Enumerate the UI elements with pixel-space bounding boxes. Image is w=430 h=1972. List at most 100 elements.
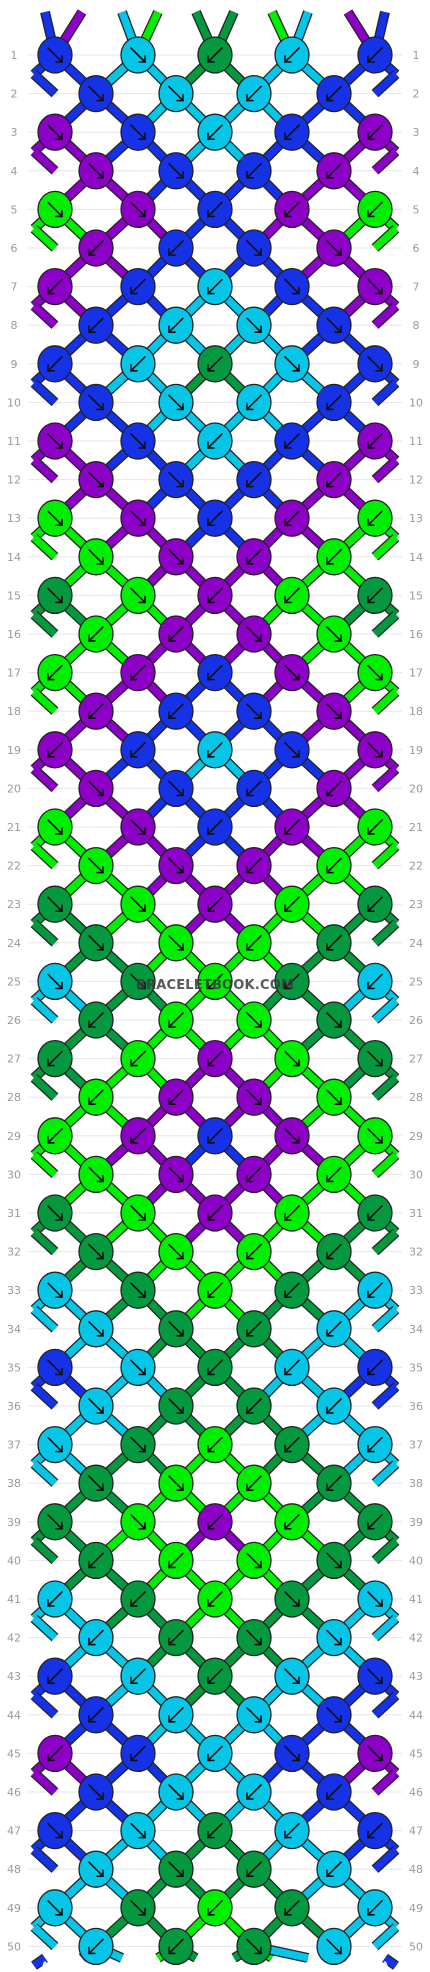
knot-33-3[interactable] [197, 1271, 233, 1309]
knot-3-5[interactable] [357, 113, 393, 151]
knot-25-3[interactable] [197, 962, 233, 1001]
knot-4-3[interactable] [236, 152, 272, 190]
knot-44-1[interactable] [78, 1696, 114, 1734]
knot-41-2[interactable] [120, 1580, 156, 1618]
knot-21-3[interactable] [197, 808, 233, 846]
knot-21-1[interactable] [37, 808, 73, 846]
knot-4-1[interactable] [78, 152, 114, 190]
knot-20-1[interactable] [78, 769, 114, 808]
knot-41-1[interactable] [37, 1580, 73, 1618]
knot-47-5[interactable] [357, 1811, 393, 1850]
knot-19-5[interactable] [357, 731, 393, 769]
knot-49-1[interactable] [37, 1889, 73, 1927]
knot-27-4[interactable] [274, 1039, 310, 1078]
knot-7-5[interactable] [357, 267, 393, 306]
knot-37-5[interactable] [357, 1425, 393, 1464]
knot-29-2[interactable] [120, 1117, 156, 1155]
knot-30-3[interactable] [236, 1155, 272, 1194]
knot-39-5[interactable] [357, 1503, 393, 1541]
knot-28-3[interactable] [236, 1078, 272, 1116]
knot-6-2[interactable] [158, 229, 194, 267]
knot-34-3[interactable] [236, 1310, 272, 1348]
knot-30-2[interactable] [158, 1155, 194, 1194]
knot-18-1[interactable] [78, 692, 114, 730]
knot-25-5[interactable] [357, 962, 393, 1001]
knot-39-2[interactable] [120, 1503, 156, 1541]
knot-11-1[interactable] [37, 422, 73, 460]
knot-50-3[interactable] [236, 1927, 272, 1966]
knot-35-2[interactable] [120, 1348, 156, 1387]
knot-38-1[interactable] [78, 1464, 114, 1502]
knot-14-1[interactable] [78, 538, 114, 576]
knot-40-1[interactable] [78, 1541, 114, 1580]
knot-35-4[interactable] [274, 1348, 310, 1387]
knot-12-2[interactable] [158, 460, 194, 499]
knot-36-4[interactable] [316, 1387, 352, 1425]
knot-7-4[interactable] [274, 267, 310, 306]
knot-38-4[interactable] [316, 1464, 352, 1502]
knot-22-2[interactable] [158, 846, 194, 885]
knot-36-3[interactable] [236, 1387, 272, 1425]
knot-45-1[interactable] [37, 1734, 73, 1773]
knot-9-3[interactable] [197, 345, 233, 383]
knot-17-5[interactable] [357, 653, 393, 692]
knot-49-3[interactable] [197, 1889, 233, 1927]
knot-40-2[interactable] [158, 1541, 194, 1580]
knot-24-1[interactable] [78, 924, 114, 962]
knot-31-1[interactable] [37, 1194, 73, 1232]
knot-23-1[interactable] [37, 885, 73, 923]
knot-5-1[interactable] [37, 190, 73, 229]
knot-23-4[interactable] [274, 885, 310, 923]
knot-32-1[interactable] [78, 1232, 114, 1271]
knot-17-4[interactable] [274, 653, 310, 692]
knot-18-4[interactable] [316, 692, 352, 730]
knot-19-1[interactable] [37, 731, 73, 769]
knot-34-2[interactable] [158, 1310, 194, 1348]
knot-33-2[interactable] [120, 1271, 156, 1309]
knot-10-4[interactable] [316, 383, 352, 422]
knot-29-4[interactable] [274, 1117, 310, 1155]
knot-31-2[interactable] [120, 1194, 156, 1232]
knot-23-5[interactable] [357, 885, 393, 923]
knot-43-2[interactable] [120, 1657, 156, 1695]
knot-36-1[interactable] [78, 1387, 114, 1425]
knot-26-3[interactable] [236, 1001, 272, 1039]
knot-21-2[interactable] [120, 808, 156, 846]
knot-5-3[interactable] [197, 190, 233, 229]
knot-44-3[interactable] [236, 1696, 272, 1734]
knot-17-3[interactable] [197, 653, 233, 692]
knot-26-4[interactable] [316, 1001, 352, 1039]
knot-32-3[interactable] [236, 1232, 272, 1271]
knot-11-5[interactable] [357, 422, 393, 460]
knot-47-2[interactable] [120, 1811, 156, 1850]
knot-13-2[interactable] [120, 499, 156, 537]
knot-6-3[interactable] [236, 229, 272, 267]
knot-14-3[interactable] [236, 538, 272, 576]
knot-31-4[interactable] [274, 1194, 310, 1232]
knot-46-4[interactable] [316, 1773, 352, 1811]
knot-50-4[interactable] [316, 1927, 352, 1966]
knot-14-4[interactable] [316, 538, 352, 576]
knot-16-4[interactable] [316, 615, 352, 653]
knot-20-3[interactable] [236, 769, 272, 808]
knot-32-4[interactable] [316, 1232, 352, 1271]
knot-26-2[interactable] [158, 1001, 194, 1039]
knot-28-2[interactable] [158, 1078, 194, 1116]
knot-3-1[interactable] [37, 113, 73, 151]
knot-1-1[interactable] [37, 36, 73, 74]
knot-1-2[interactable] [120, 36, 156, 74]
knot-22-1[interactable] [78, 846, 114, 885]
knot-33-1[interactable] [37, 1271, 73, 1309]
knot-15-5[interactable] [357, 576, 393, 615]
knot-9-5[interactable] [357, 345, 393, 383]
knot-19-4[interactable] [274, 731, 310, 769]
knot-1-3[interactable] [197, 36, 233, 74]
knot-16-2[interactable] [158, 615, 194, 653]
knot-17-2[interactable] [120, 653, 156, 692]
knot-48-4[interactable] [316, 1850, 352, 1888]
knot-47-4[interactable] [274, 1811, 310, 1850]
knot-11-4[interactable] [274, 422, 310, 460]
knot-12-1[interactable] [78, 460, 114, 499]
knot-27-2[interactable] [120, 1039, 156, 1078]
knot-5-4[interactable] [274, 190, 310, 229]
